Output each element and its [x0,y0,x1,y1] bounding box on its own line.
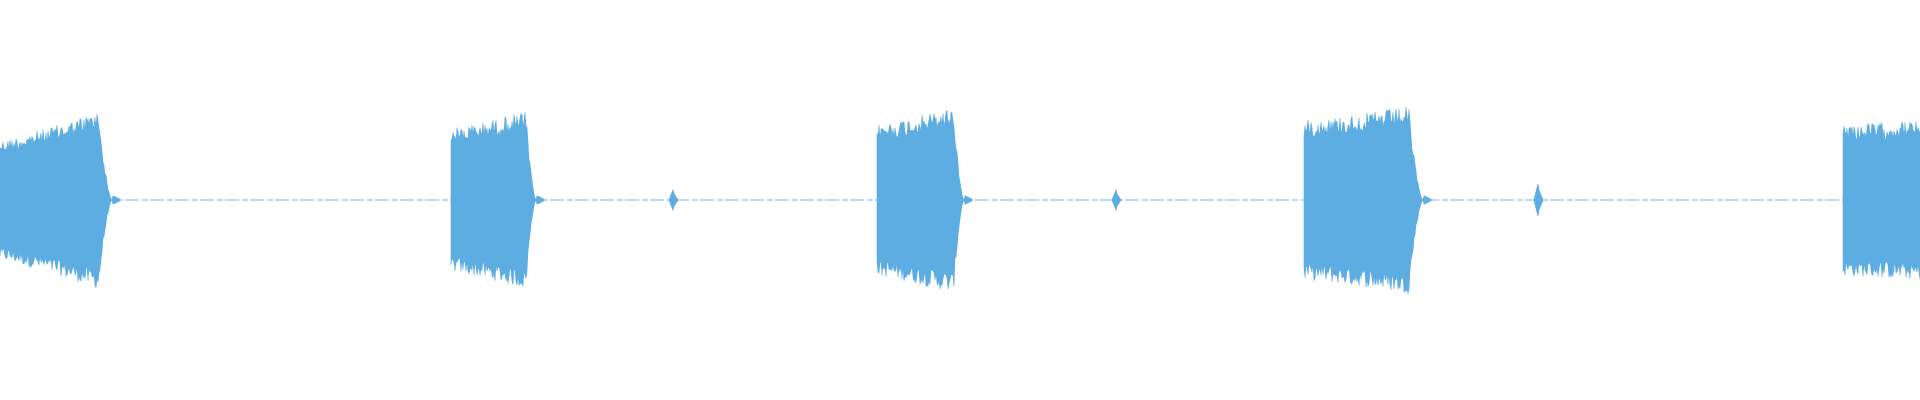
waveform-burst-4 [1303,106,1432,294]
waveform-click-1 [668,188,679,212]
waveform-click-3 [1533,183,1544,217]
waveform-burst-5 [1842,120,1920,280]
waveform-click-2 [1111,188,1122,212]
waveform-burst-1 [0,113,121,289]
waveform-burst-2 [450,112,545,287]
waveform-burst-3 [876,109,973,290]
